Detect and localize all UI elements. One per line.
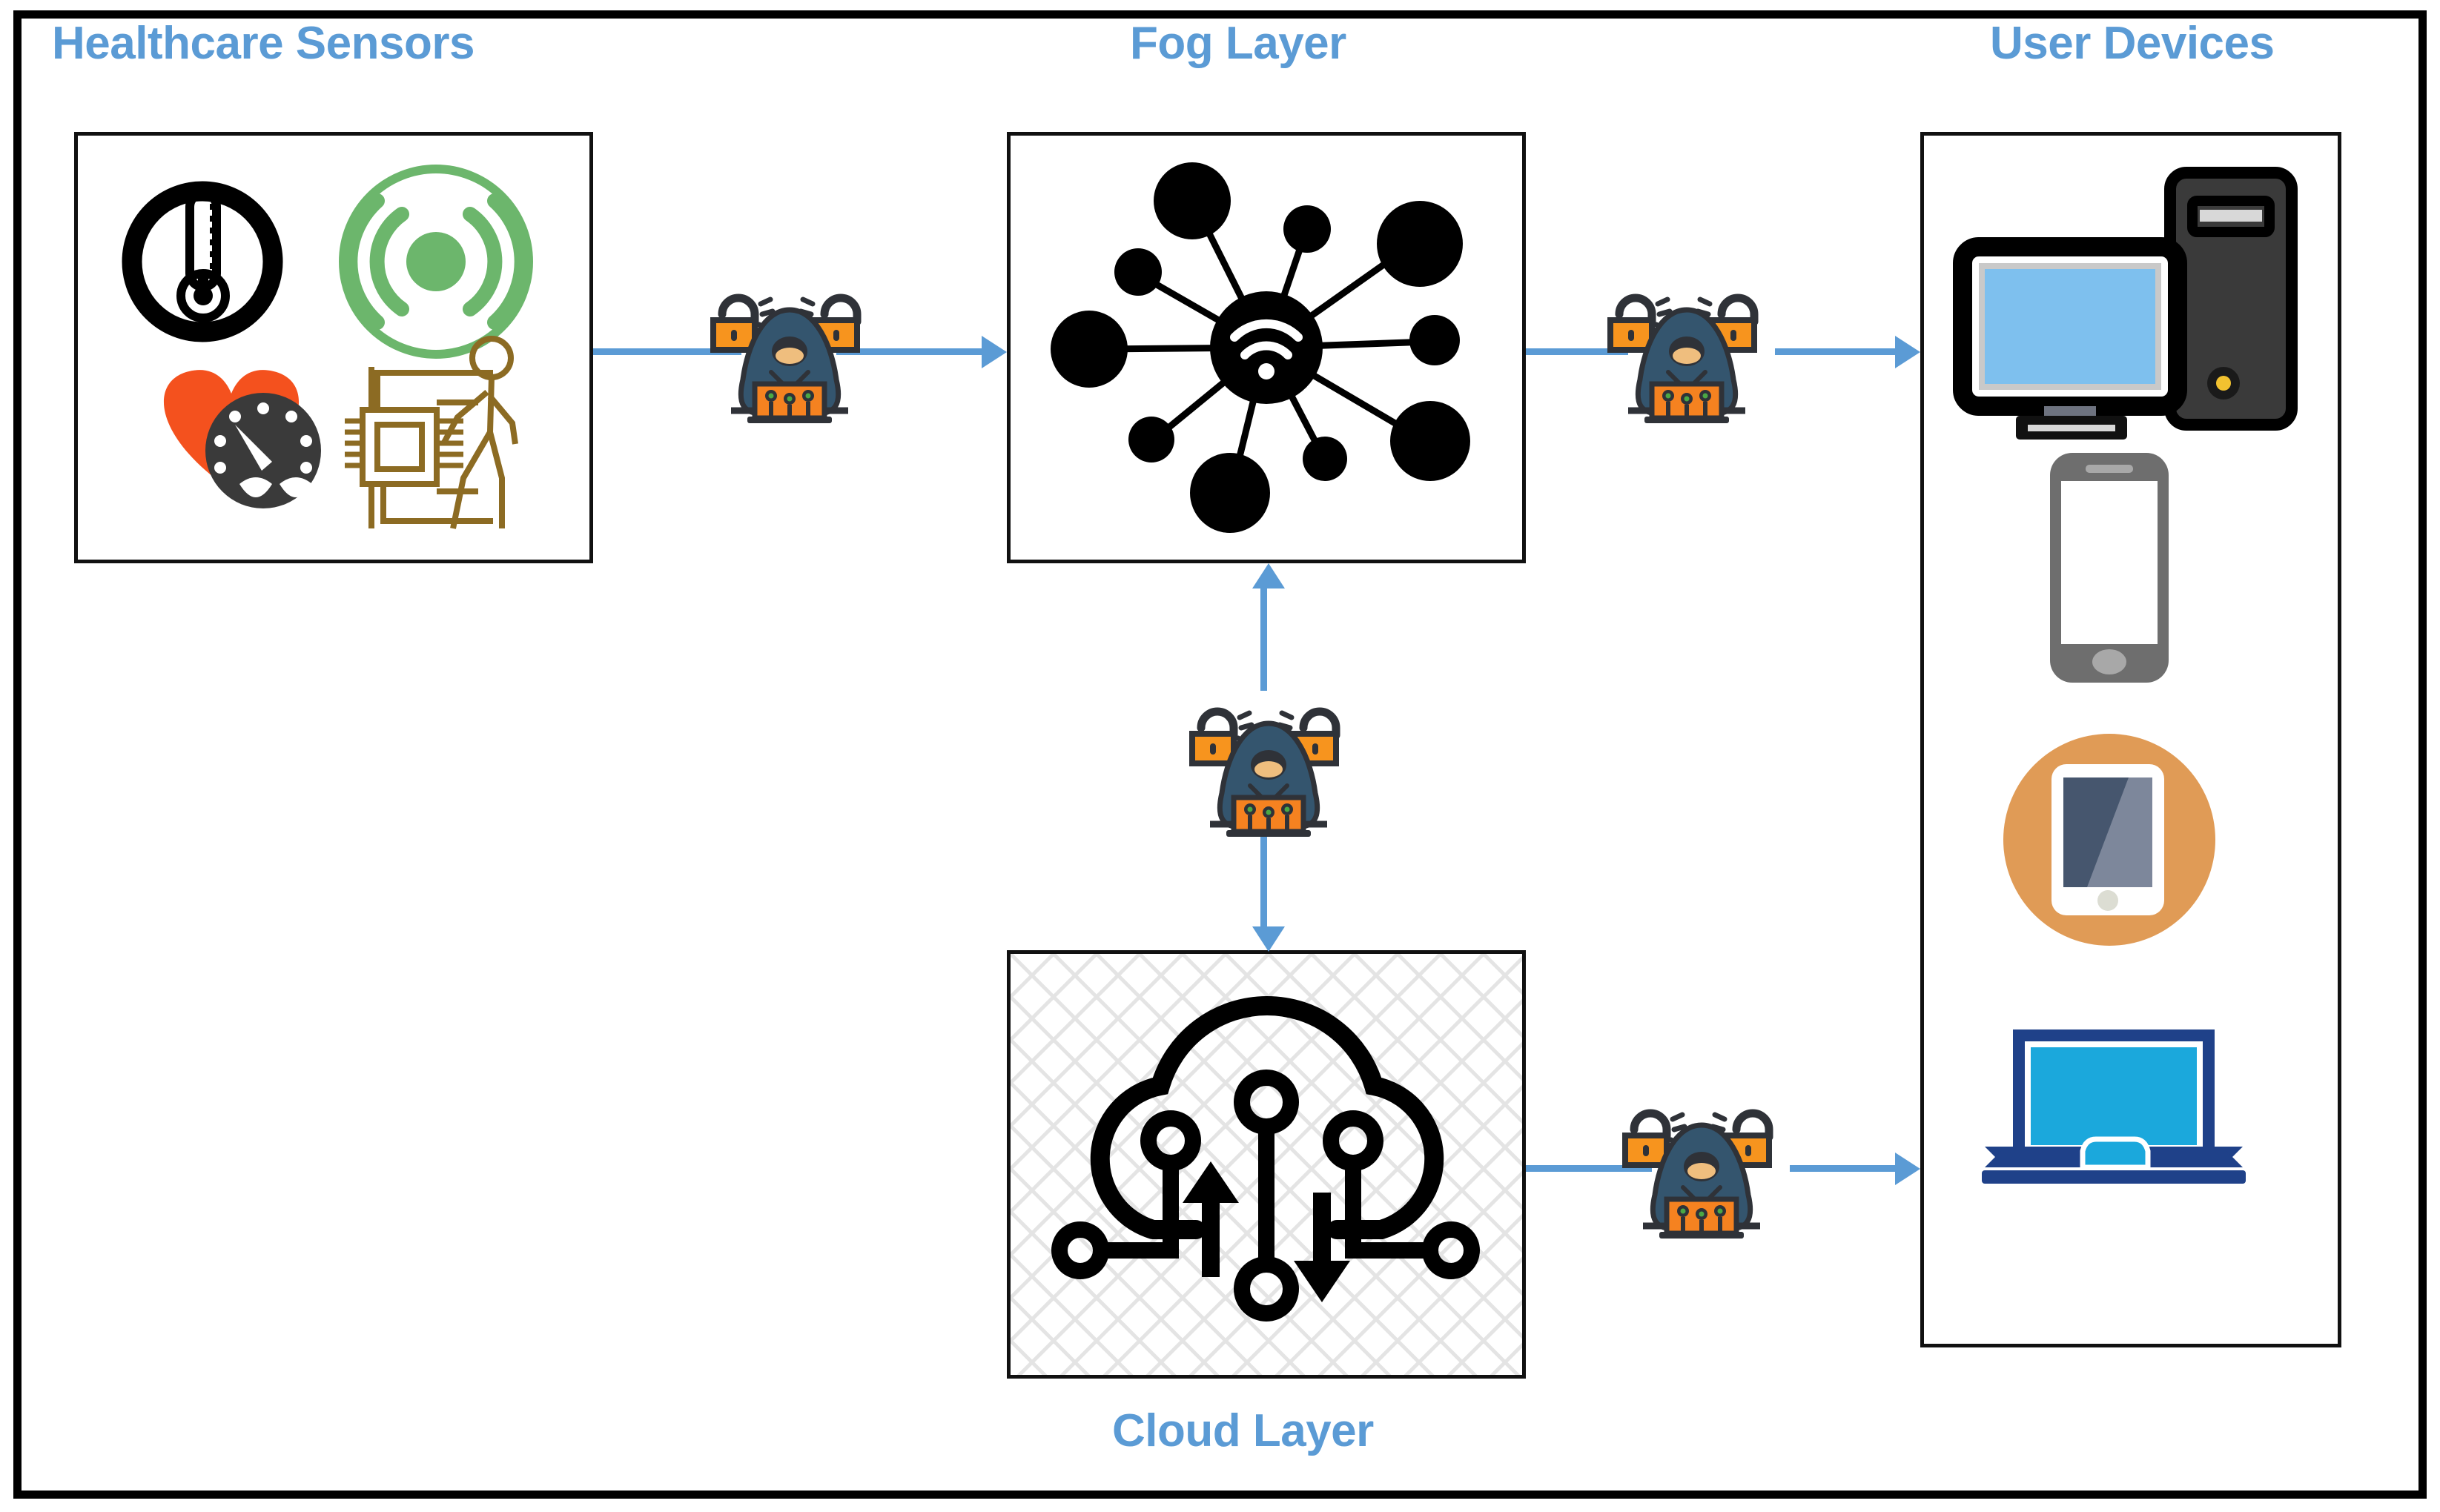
arrow-segment-right xyxy=(836,348,982,355)
arrow-head-right-icon xyxy=(1895,1153,1920,1185)
hacker-fog-to-cloud xyxy=(1183,682,1354,841)
arrow-segment-left xyxy=(593,348,741,355)
motion-activity-sensor-icon xyxy=(345,336,518,529)
hacker-laptop-icon xyxy=(1226,795,1311,837)
arrow-head-up-icon xyxy=(1252,563,1285,588)
hacker-sensors-to-fog xyxy=(704,268,875,428)
arrow-segment-right xyxy=(1790,1165,1895,1172)
fog-network-hub-icon xyxy=(1051,162,1470,533)
arrow-segment-left xyxy=(1526,348,1628,355)
page-title-user-devices: User Devices xyxy=(1990,18,2275,69)
hacker-icon xyxy=(1622,1109,1773,1239)
page-title-cloud-layer: Cloud Layer xyxy=(1112,1405,1374,1456)
user-devices-panel xyxy=(1920,132,2341,1347)
page-title-healthcare-sensors: Healthcare Sensors xyxy=(52,18,475,69)
desktop-computer-icon xyxy=(1953,167,2298,440)
hacker-fog-to-devices xyxy=(1601,268,1772,428)
sensors-icon-group xyxy=(122,165,533,529)
hacker-icon xyxy=(1189,707,1340,837)
hacker-cloud-to-devices xyxy=(1616,1084,1787,1243)
fog-layer-panel xyxy=(1007,132,1526,563)
arrow-head-right-icon xyxy=(1895,336,1920,368)
arrow-segment-left xyxy=(1526,1165,1652,1172)
hacker-laptop-icon xyxy=(747,381,832,423)
cloud-computing-icon xyxy=(1011,954,1522,1375)
hacker-icon xyxy=(710,294,862,423)
temperature-sensor-icon xyxy=(122,181,283,342)
tablet-icon xyxy=(2003,734,2215,946)
arrow-segment-bottom xyxy=(1260,824,1267,928)
healthcare-sensors-panel xyxy=(74,132,593,563)
arrow-head-down-icon xyxy=(1252,926,1285,952)
arrow-head-right-icon xyxy=(982,336,1007,368)
heart-rate-sensor-icon xyxy=(163,370,321,508)
hacker-laptop-icon xyxy=(1644,381,1729,423)
arrow-segment-right xyxy=(1775,348,1895,355)
laptop-icon xyxy=(1982,1029,2246,1184)
smartphone-icon xyxy=(2050,453,2169,683)
flow-fog-cloud xyxy=(1252,563,1285,952)
cloud-layer-panel xyxy=(1007,950,1526,1379)
hacker-laptop-icon xyxy=(1659,1196,1744,1239)
page-title-fog-layer: Fog Layer xyxy=(1130,18,1346,69)
arrow-segment-top xyxy=(1260,586,1267,691)
hacker-icon xyxy=(1607,294,1759,423)
wireless-signal-sensor-icon xyxy=(339,165,533,359)
